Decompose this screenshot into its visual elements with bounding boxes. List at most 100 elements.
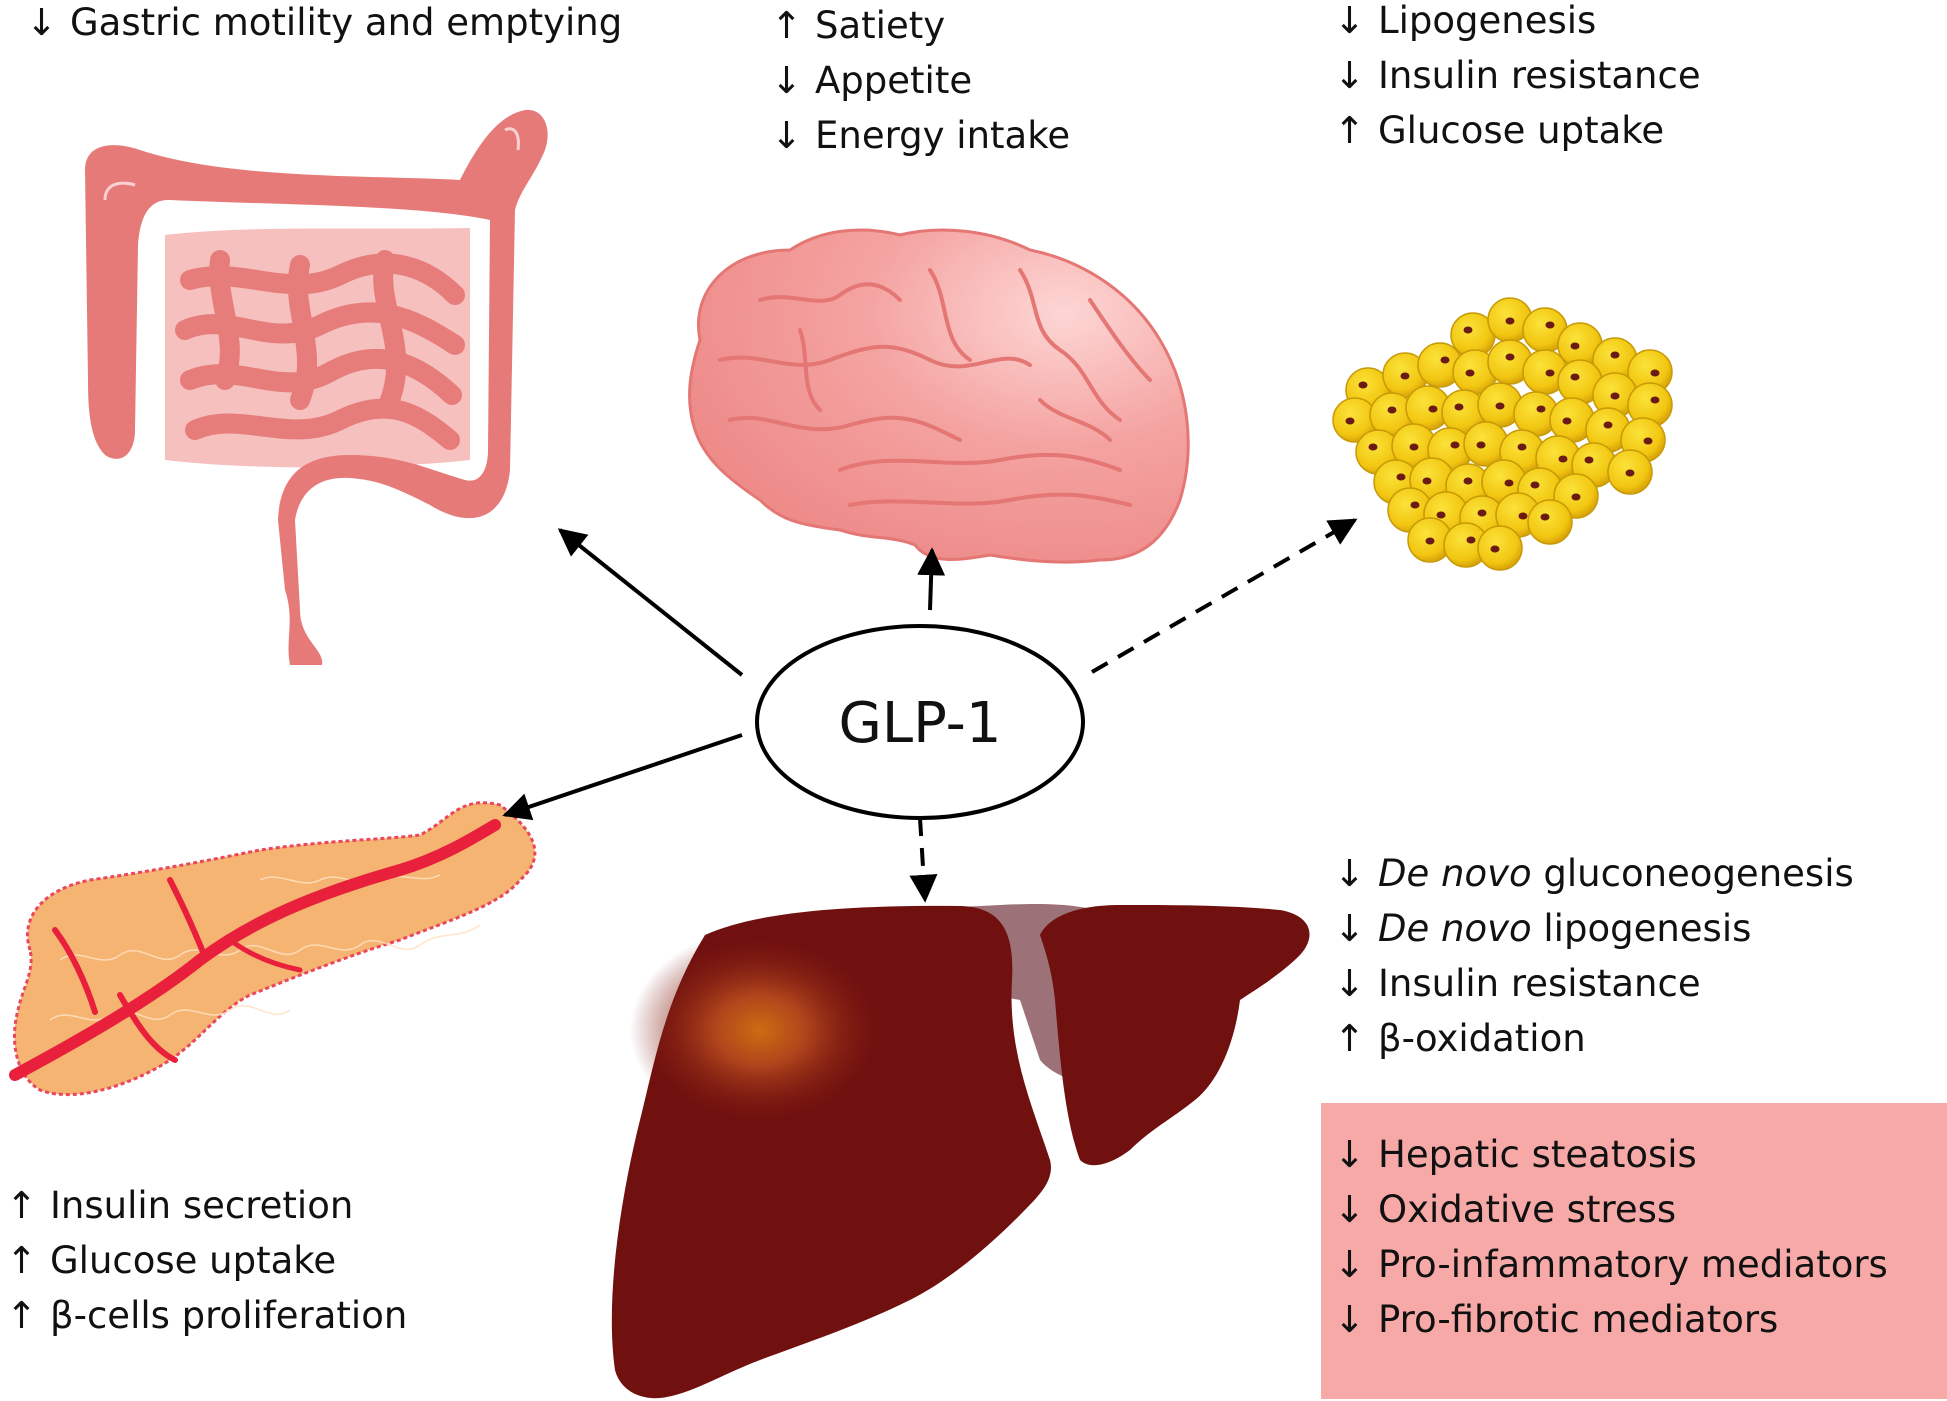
pancreas-effect-text: Insulin secretion [50, 1184, 354, 1227]
fat-cell-nucleus [1440, 356, 1450, 364]
arrow-down-icon: ↓ [1334, 962, 1366, 1005]
fat-cell-nucleus [1466, 536, 1476, 544]
fat-cell-nucleus [1477, 509, 1487, 517]
glp1-ellipse [755, 624, 1085, 820]
fat-cell-nucleus [1505, 317, 1515, 325]
liver-highlight-1: ↓Oxidative stress [1334, 1182, 1888, 1237]
pancreas-effect-text: β-cells proliferation [50, 1294, 408, 1337]
liver-effect-italic: De novo [1378, 852, 1532, 895]
fat-cell-nucleus [1545, 369, 1555, 377]
intestine-effect-0: ↓ Gastric motility and emptying [26, 0, 622, 50]
fat-cell-nucleus [1571, 493, 1581, 501]
fat-cell-nucleus [1570, 373, 1580, 381]
fat-cell-nucleus [1558, 455, 1568, 463]
fat-cell-nucleus [1428, 405, 1438, 413]
glp1-label: GLP-1 [839, 691, 1002, 756]
fat-cell-nucleus [1584, 456, 1594, 464]
arrow-down-icon: ↓ [771, 59, 803, 102]
brain-effects: ↑Satiety ↓ Appetite ↓ Energy intake [771, 0, 1070, 163]
adipose-effect-text: Lipogenesis [1378, 0, 1597, 42]
arrow-down-icon: ↓ [771, 114, 803, 157]
intestine-effect-text: Gastric motility and emptying [70, 1, 623, 44]
pancreas-effects: ↑Insulin secretion ↑ Glucose uptake ↑β-ce… [6, 1178, 407, 1343]
fat-cell-nucleus [1368, 443, 1378, 451]
arrow-up-icon: ↑ [1334, 1017, 1366, 1060]
brain-effect-1: ↓ Appetite [771, 53, 1070, 108]
brain-effect-0: ↑Satiety [771, 0, 1070, 53]
fat-cell-nucleus [1570, 342, 1580, 350]
fat-cell [1477, 525, 1523, 571]
fat-cell-nucleus [1463, 326, 1473, 334]
liver-effect-2: ↓ Insulin resistance [1334, 956, 1854, 1011]
arrow-down-icon: ↓ [1334, 1243, 1366, 1286]
liver-effects: ↓ De novo gluconeogenesis ↓ De novo lipoge… [1334, 846, 1854, 1066]
fat-cell-nucleus [1610, 351, 1620, 359]
liver-illustration [611, 904, 1310, 1399]
arrow-down-icon: ↓ [1334, 907, 1366, 950]
brain-effect-text: Appetite [815, 59, 973, 102]
fat-cell-nucleus [1505, 353, 1515, 361]
fat-cell-nucleus [1490, 545, 1500, 553]
fat-cell-nucleus [1476, 441, 1486, 449]
adipose-effect-1: ↓Insulin resistance [1334, 48, 1701, 103]
liver-effect-3: ↑ β-oxidation [1334, 1011, 1854, 1066]
brain-effect-text: Energy intake [815, 114, 1071, 157]
liver-effect-text: Insulin resistance [1378, 962, 1701, 1005]
liver-highlight-3: ↓Pro-fibrotic mediators [1334, 1292, 1888, 1347]
adipose-effect-text: Glucose uptake [1378, 109, 1665, 152]
arrow-up-icon: ↑ [6, 1239, 38, 1282]
liver-highlight-text: Pro-infammatory mediators [1378, 1243, 1888, 1286]
glp1-node: GLP-1 [755, 624, 1085, 820]
pancreas-effect-0: ↑Insulin secretion [6, 1178, 407, 1233]
brain-effect-2: ↓ Energy intake [771, 108, 1070, 163]
fat-cell-nucleus [1625, 469, 1635, 477]
fat-cell-nucleus [1400, 372, 1410, 380]
liver-highlighted-effects: ↓Hepatic steatosis ↓Oxidative stress ↓Pr… [1334, 1127, 1888, 1347]
pancreas-effect-text: Glucose uptake [50, 1239, 337, 1282]
liver-effect-text: lipogenesis [1531, 907, 1752, 950]
arrow-to-brain [917, 547, 946, 611]
fat-cell-nucleus [1545, 321, 1555, 329]
arrow-up-icon: ↑ [771, 4, 803, 47]
liver-highlight-0: ↓Hepatic steatosis [1334, 1127, 1888, 1182]
liver-effect-text: gluconeogenesis [1531, 852, 1854, 895]
fat-cell-nucleus [1517, 443, 1527, 451]
fat-cell-nucleus [1610, 392, 1620, 400]
brain-illustration [688, 228, 1190, 564]
arrow-to-adipose [1090, 518, 1358, 674]
intestine-illustration [85, 109, 548, 666]
liver-effect-text: β-oxidation [1378, 1017, 1586, 1060]
arrow-down-icon: ↓ [1334, 1133, 1366, 1176]
adipose-effect-2: ↑Glucose uptake [1334, 103, 1701, 158]
liver-highlight-box: ↓Hepatic steatosis ↓Oxidative stress ↓Pr… [1321, 1103, 1947, 1399]
fat-cell-nucleus [1463, 477, 1473, 485]
fat-cell-nucleus [1345, 417, 1355, 425]
adipose-effects: ↓Lipogenesis ↓Insulin resistance ↑Glucos… [1334, 0, 1701, 158]
fat-cell-nucleus [1536, 405, 1546, 413]
fat-cell-nucleus [1518, 512, 1528, 520]
fat-cell-nucleus [1450, 441, 1460, 449]
pancreas-effect-2: ↑β-cells proliferation [6, 1288, 407, 1343]
arrow-down-icon: ↓ [26, 1, 58, 44]
pancreas-illustration [9, 801, 537, 1096]
fat-cell-nucleus [1650, 396, 1660, 404]
arrow-down-icon: ↓ [1334, 852, 1366, 895]
fat-cell-nucleus [1425, 537, 1435, 545]
fat-cell-nucleus [1504, 479, 1514, 487]
arrow-down-icon: ↓ [1334, 1188, 1366, 1231]
fat-cell-nucleus [1540, 513, 1550, 521]
fat-cell-nucleus [1495, 402, 1505, 410]
fat-cell-nucleus [1643, 437, 1653, 445]
liver-effect-italic: De novo [1378, 907, 1532, 950]
connectors [502, 518, 1358, 903]
liver-effect-1: ↓ De novo lipogenesis [1334, 901, 1854, 956]
fat-cell-nucleus [1465, 369, 1475, 377]
fat-cell-nucleus [1650, 369, 1660, 377]
intestine-effects: ↓ Gastric motility and emptying [26, 0, 622, 50]
fat-cell [1527, 499, 1573, 545]
adipose-effect-0: ↓Lipogenesis [1334, 0, 1701, 48]
fat-cell-nucleus [1454, 403, 1464, 411]
fat-cell-nucleus [1396, 473, 1406, 481]
arrow-to-pancreas [502, 733, 743, 821]
